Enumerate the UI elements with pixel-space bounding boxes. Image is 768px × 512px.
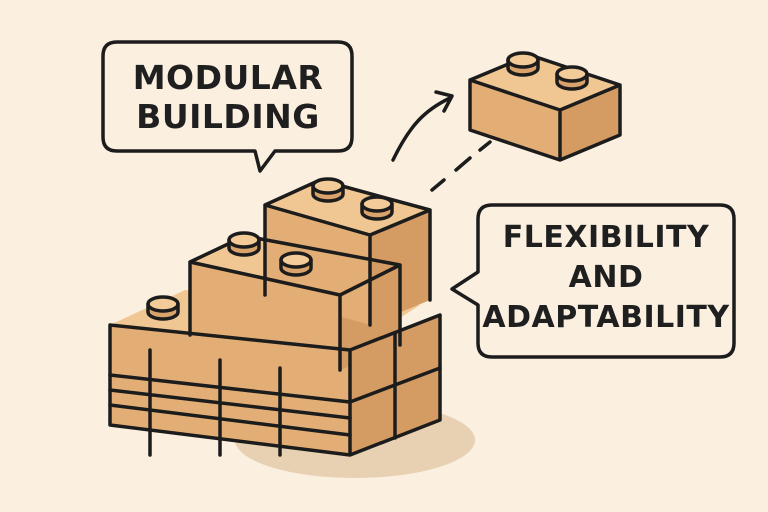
stud — [313, 179, 343, 193]
speech-bubble-flexibility: FLEXIBILITY AND ADAPTABILITY — [450, 203, 736, 359]
stud-outline — [227, 231, 261, 249]
tier3-top-face — [265, 180, 430, 235]
stud-outline — [311, 184, 345, 203]
stud-outline — [360, 195, 394, 213]
toy-brick-icon — [468, 51, 622, 162]
stud-outline — [555, 72, 589, 91]
stud-outline — [555, 65, 589, 83]
speech-bubble-text-and: AND — [569, 260, 644, 295]
curved-arrow-shaft — [391, 96, 452, 162]
tier3-outline — [263, 178, 432, 327]
brick-seams — [108, 331, 442, 457]
brick-stack-icon — [108, 177, 442, 457]
stud — [148, 297, 178, 311]
stud-outline — [506, 58, 540, 77]
tier2-outline — [188, 234, 402, 372]
dash-mark — [454, 156, 472, 172]
speech-bubble-text-building: BUILDING — [136, 97, 320, 136]
speech-bubble-modular-building: MODULAR BUILDING — [101, 40, 354, 173]
stud-outline — [227, 238, 261, 257]
stud-outline — [360, 202, 394, 221]
stud-outline — [279, 258, 313, 277]
stud-outline — [146, 302, 180, 321]
speech-bubble-text-adaptability: ADAPTABILITY — [482, 300, 730, 335]
loose-brick-front-face — [470, 80, 560, 160]
curved-arrow-head — [434, 90, 454, 113]
speech-bubble-outline — [450, 203, 736, 359]
stud — [281, 253, 311, 267]
loose-brick-stud — [557, 67, 587, 81]
stud-outline — [506, 51, 540, 69]
speech-bubble-text-modular: MODULAR — [133, 58, 324, 97]
stud-group — [146, 177, 394, 321]
stud-outline — [279, 251, 313, 269]
stud-outline — [311, 177, 345, 195]
speech-bubble-text-flexibility: FLEXIBILITY — [503, 220, 710, 255]
dash-mark — [478, 140, 492, 152]
loose-brick-stud — [508, 53, 538, 67]
stud — [362, 197, 392, 211]
curved-arrow-icon — [391, 90, 492, 192]
dash-mark — [430, 178, 446, 192]
speech-bubble-outline — [101, 40, 354, 173]
stud-outline — [146, 295, 180, 313]
stud — [229, 233, 259, 247]
